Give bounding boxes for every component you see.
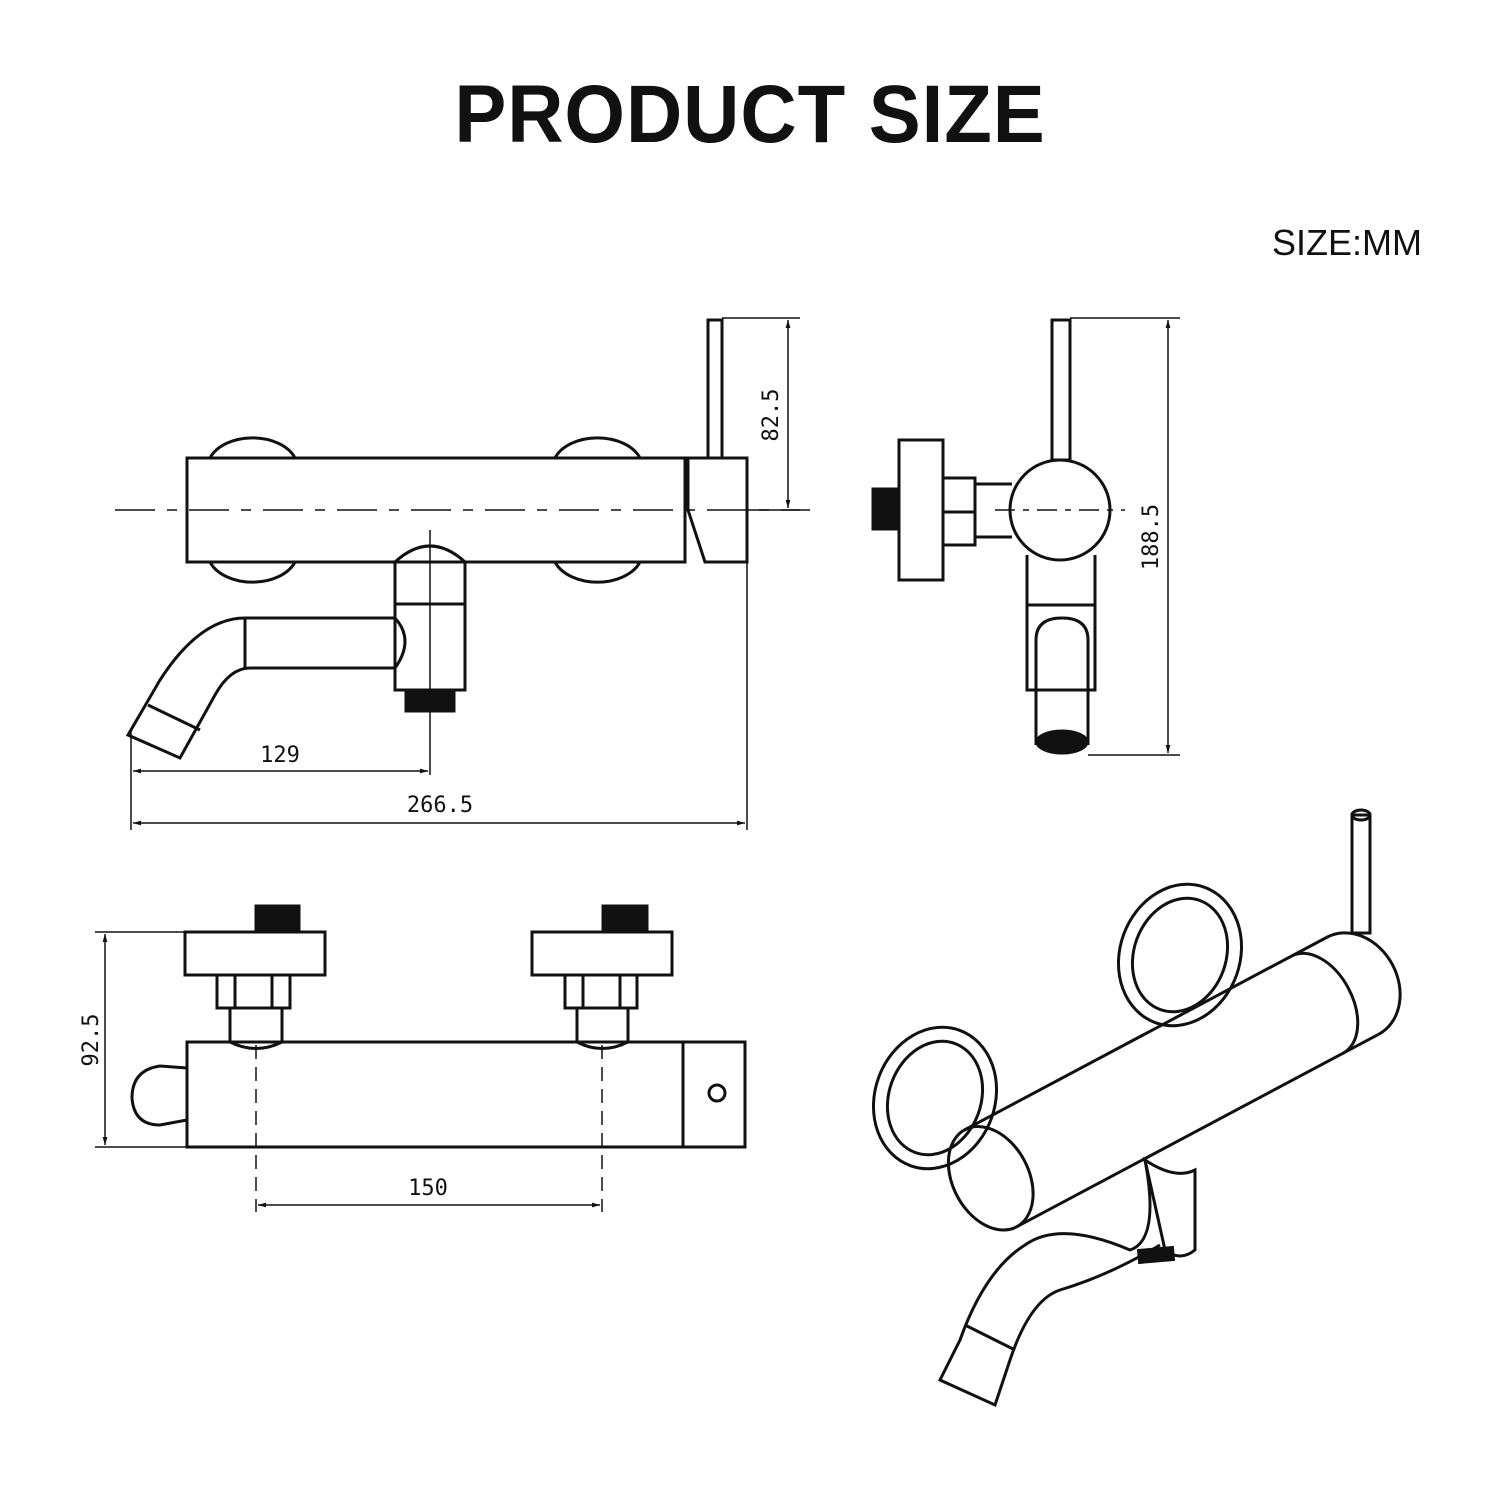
top-view: 92.5 150 — [79, 904, 747, 1212]
front-view: 82.5 129 266.5 — [115, 317, 810, 830]
isometric-view — [871, 808, 1402, 1408]
dim-total-height: 188.5 — [1139, 504, 1164, 570]
unit-label: SIZE:MM — [1272, 222, 1422, 263]
side-view: 188.5 — [871, 317, 1180, 756]
dim-total-length: 266.5 — [407, 793, 473, 818]
dim-depth: 92.5 — [79, 1014, 104, 1067]
dim-lever-height: 82.5 — [759, 389, 784, 442]
dim-inlet-spacing: 150 — [408, 1176, 448, 1201]
dim-spout-reach: 129 — [260, 743, 300, 768]
page-title: PRODUCT SIZE — [454, 69, 1046, 160]
